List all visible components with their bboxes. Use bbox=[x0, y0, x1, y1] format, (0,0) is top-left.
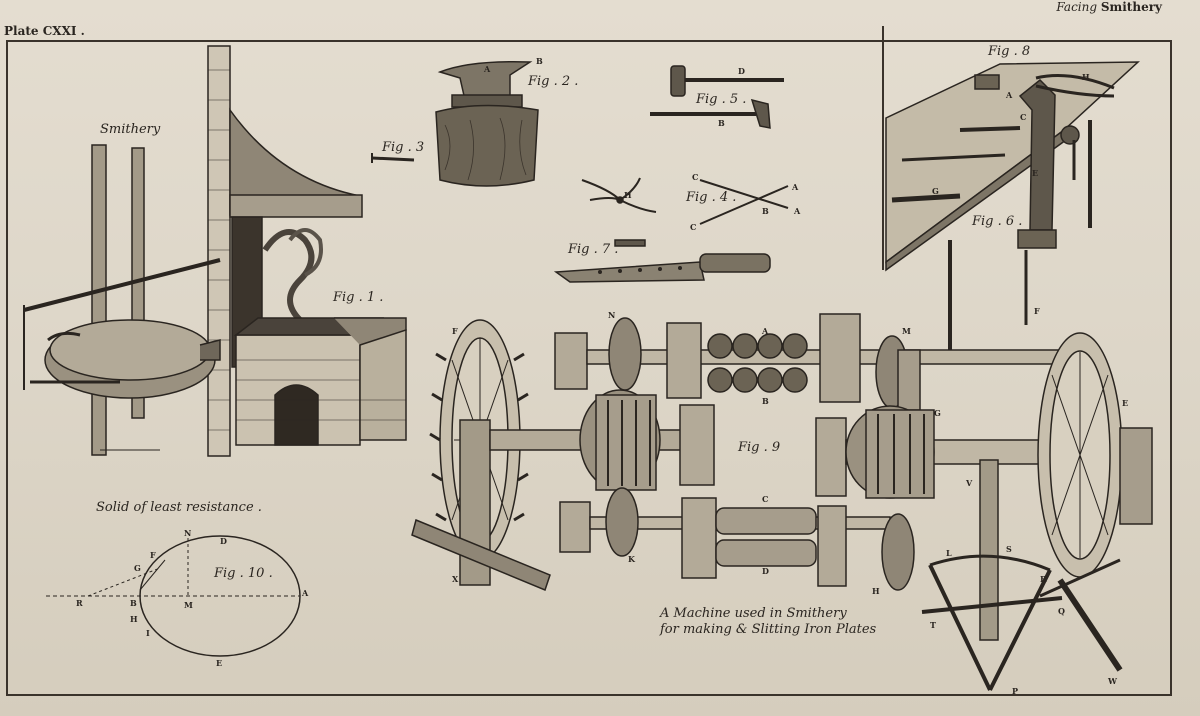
ref-letter: B bbox=[536, 56, 543, 66]
ref-letter: H bbox=[1082, 72, 1090, 82]
solid-caption: Solid of least resistance . bbox=[96, 500, 262, 515]
ref-letter: B bbox=[718, 118, 725, 128]
ref-letter: D bbox=[762, 566, 769, 576]
ref-letter: B bbox=[130, 598, 137, 608]
ref-letter: D bbox=[738, 66, 745, 76]
forge-illustration bbox=[23, 45, 407, 457]
ref-letter: K bbox=[628, 554, 635, 564]
ref-letter: A bbox=[302, 588, 309, 598]
ref-letter: B bbox=[762, 396, 769, 406]
ref-letter: Q bbox=[1058, 606, 1065, 616]
ref-letter: L bbox=[946, 548, 952, 558]
ref-letter: S bbox=[1006, 544, 1012, 554]
fig-5-label: Fig . 5 . bbox=[696, 92, 747, 107]
ref-letter: E bbox=[1032, 168, 1039, 178]
fig-3-label: Fig . 3 bbox=[382, 140, 425, 155]
ref-letter: C bbox=[762, 494, 769, 504]
facing-caption: Facing Smithery bbox=[1056, 0, 1162, 14]
ref-letter: C bbox=[692, 172, 699, 182]
anvil-illustration bbox=[435, 60, 539, 187]
fig-2-label: Fig . 2 . bbox=[528, 74, 579, 89]
ref-letter: B bbox=[762, 206, 769, 216]
pliers-illustration bbox=[581, 177, 657, 213]
ref-letter: F bbox=[452, 326, 458, 336]
ref-letter: G bbox=[934, 408, 941, 418]
ref-letter: E bbox=[216, 658, 223, 668]
slitting-mill-illustration bbox=[411, 313, 1153, 691]
plate-number: Plate CXXI . bbox=[4, 24, 85, 38]
ref-letter: M bbox=[184, 600, 193, 610]
ref-letter: R bbox=[76, 598, 83, 608]
fig-6-label: Fig . 6 . bbox=[972, 214, 1023, 229]
trowel-illustration bbox=[553, 239, 771, 283]
machine-caption-line2: for making & Slitting Iron Plates bbox=[660, 622, 877, 637]
machine-caption-line1: A Machine used in Smithery bbox=[660, 606, 847, 621]
ref-letter: R bbox=[1040, 574, 1047, 584]
ref-letter: F bbox=[1034, 306, 1040, 316]
ref-letter: I bbox=[146, 628, 150, 638]
workbench-illustration bbox=[885, 61, 1140, 360]
hammers-illustration bbox=[650, 65, 784, 129]
ref-letter: W bbox=[1108, 676, 1117, 686]
fig-7-label: Fig . 7 . bbox=[568, 242, 619, 257]
ref-letter: V bbox=[966, 478, 973, 488]
ref-letter: A bbox=[794, 206, 801, 216]
smithery-caption: Smithery bbox=[100, 122, 161, 137]
ref-letter: A bbox=[1006, 90, 1013, 100]
facing-subject: Smithery bbox=[1100, 0, 1162, 14]
fig-4-label: Fig . 4 . bbox=[686, 190, 737, 205]
ref-letter: X bbox=[452, 574, 459, 584]
ellipse-diagram bbox=[46, 535, 301, 657]
ref-letter: F bbox=[150, 550, 156, 560]
fig-1-label: Fig . 1 . bbox=[333, 290, 384, 305]
ref-letter: A bbox=[762, 326, 769, 336]
panel-divider bbox=[882, 26, 884, 270]
ref-letter: H bbox=[130, 614, 138, 624]
ref-letter: N bbox=[608, 310, 616, 320]
fig-9-label: Fig . 9 bbox=[738, 440, 781, 455]
facing-word: Facing bbox=[1056, 0, 1098, 14]
ref-letter: G bbox=[932, 186, 939, 196]
ref-letter: D bbox=[220, 536, 227, 546]
ref-letter: C bbox=[690, 222, 697, 232]
fig-10-label: Fig . 10 . bbox=[214, 566, 273, 581]
ref-letter: H bbox=[624, 190, 632, 200]
small-tool-illustration bbox=[371, 153, 415, 163]
ref-letter: A bbox=[484, 64, 491, 74]
ref-letter: T bbox=[930, 620, 936, 630]
ref-letter: H bbox=[872, 586, 880, 596]
ref-letter: G bbox=[134, 563, 141, 573]
ref-letter: C bbox=[1020, 112, 1027, 122]
ref-letter: A bbox=[792, 182, 799, 192]
ref-letter: N bbox=[184, 528, 192, 538]
cross-tongs-illustration bbox=[699, 179, 789, 225]
plate-border bbox=[6, 40, 1172, 696]
ref-letter: M bbox=[902, 326, 911, 336]
ref-letter: E bbox=[1122, 398, 1129, 408]
ref-letter: P bbox=[1012, 686, 1019, 696]
fig-8-label: Fig . 8 bbox=[988, 44, 1031, 59]
